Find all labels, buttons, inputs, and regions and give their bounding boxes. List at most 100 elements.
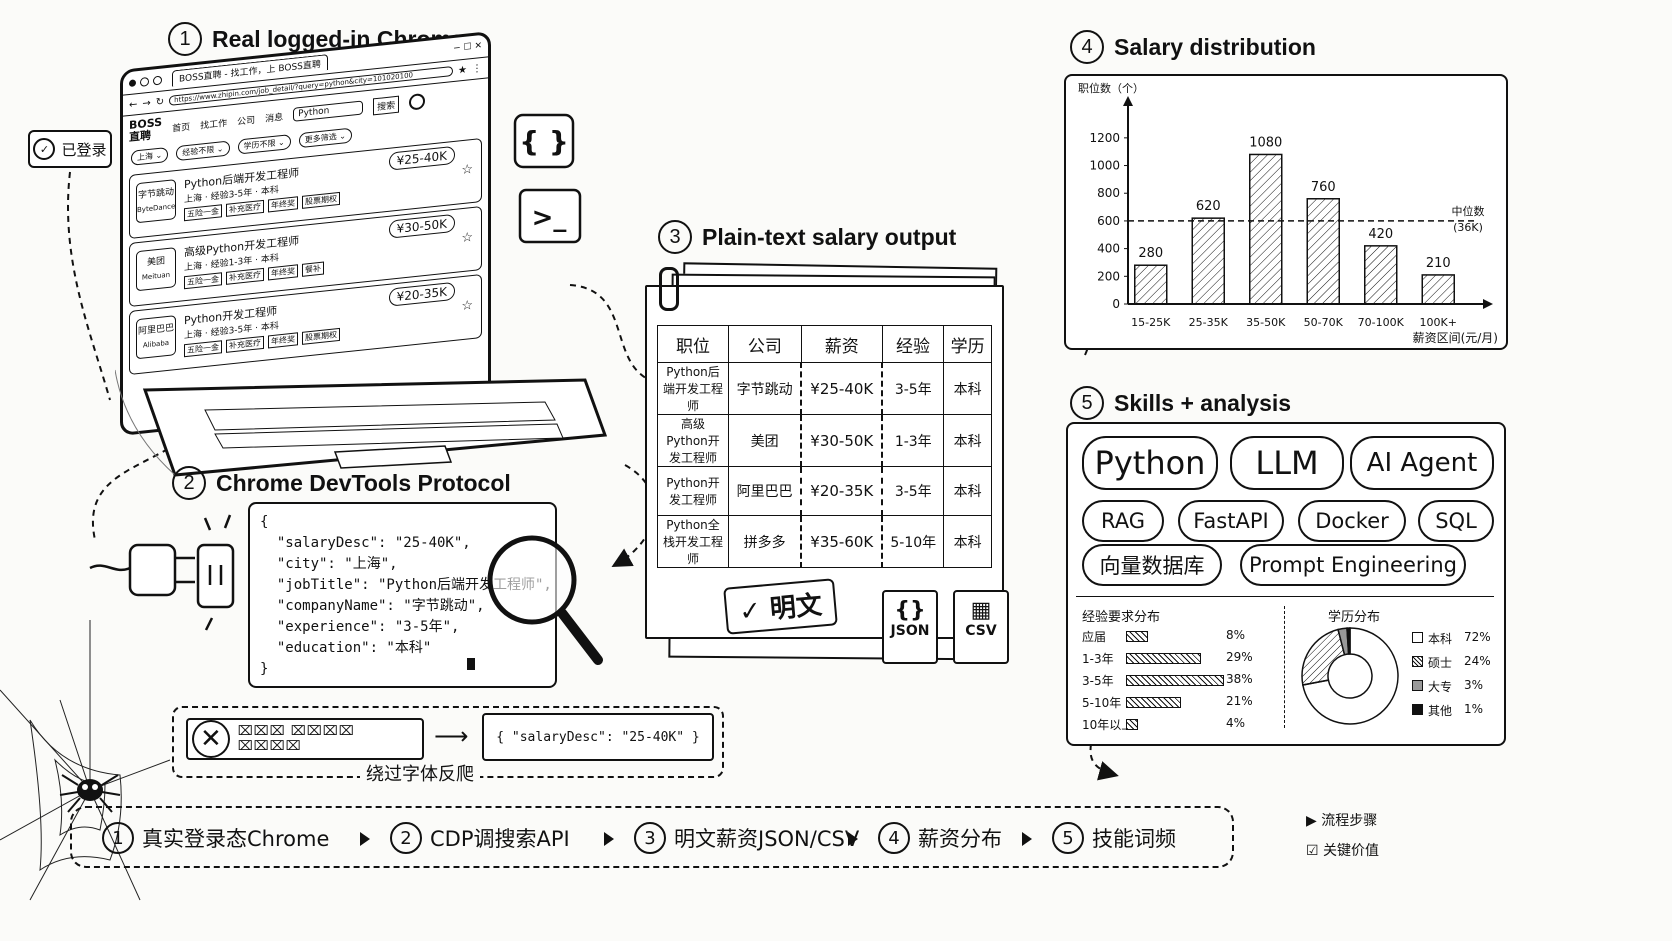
code-line: "salaryDesc": "25-40K", xyxy=(260,535,471,551)
svg-text:{ }: { } xyxy=(519,125,569,158)
education-title: 学历分布 xyxy=(1328,610,1381,625)
flow-arrow-icon xyxy=(360,832,370,846)
table-header: 职位 xyxy=(657,325,729,363)
x-axis-label: 薪资区间(元/月) xyxy=(1413,331,1498,345)
favorite-star-icon[interactable]: ☆ xyxy=(461,297,473,315)
window-dot-icon[interactable] xyxy=(129,78,136,87)
window-dot-icon[interactable] xyxy=(140,76,149,87)
code-braces-icon: { } xyxy=(513,113,575,169)
flow-arrow-icon xyxy=(848,832,858,846)
x-tick-label: 70-100K xyxy=(1358,316,1405,329)
table-header: 学历 xyxy=(943,325,992,363)
edu-label: 其他 xyxy=(1428,704,1453,718)
garbled-text-box: ✕ ⌧⌧⌧ ⌧⌧⌧⌧ ⌧⌧⌧⌧ xyxy=(186,718,424,760)
y-axis-label: 职位数（个） xyxy=(1078,81,1144,95)
nav-home[interactable]: 首页 xyxy=(172,122,191,135)
legend-swatch xyxy=(1412,704,1423,715)
filter-education[interactable]: 学历不限 ⌄ xyxy=(237,134,291,155)
skill-tag: LLM xyxy=(1230,436,1344,490)
bar xyxy=(1191,217,1225,305)
dist-divider xyxy=(1284,606,1285,728)
user-avatar[interactable] xyxy=(409,92,426,111)
bar-value-label: 620 xyxy=(1196,199,1221,214)
filter-city[interactable]: 上海 ⌄ xyxy=(131,146,169,166)
right-arrow-icon: ⟶ xyxy=(434,722,469,750)
table-cell: 本科 xyxy=(943,414,992,467)
x-tick-label: 35-50K xyxy=(1246,316,1286,329)
window-dot-icon[interactable] xyxy=(153,75,162,86)
menu-icon[interactable]: ⋮ xyxy=(472,62,482,75)
y-tick-label: 1000 xyxy=(1089,159,1120,173)
skill-tag: Python xyxy=(1082,436,1218,490)
legend-swatch xyxy=(1412,680,1423,691)
filter-more[interactable]: 更多筛选 ⌄ xyxy=(298,127,352,149)
exp-label: 3-5年 xyxy=(1082,674,1114,688)
exp-label: 10年以上 xyxy=(1082,718,1134,732)
y-axis-arrow xyxy=(1123,96,1133,106)
filter-experience[interactable]: 经验不限 ⌄ xyxy=(176,140,230,162)
section-3-title: 3 Plain-text salary output xyxy=(658,220,956,254)
section-4-title: 4 Salary distribution xyxy=(1070,30,1316,64)
nav-messages[interactable]: 消息 xyxy=(265,112,284,125)
salary-badge: ¥20-35K xyxy=(388,281,455,307)
table-cell: 高级Python开发工程师 xyxy=(657,414,729,467)
exp-pct: 38% xyxy=(1226,672,1253,686)
arrow-badge-to-cdp xyxy=(67,171,111,401)
table-cell: Python后端开发工程师 xyxy=(657,362,729,415)
table-header: 薪资 xyxy=(800,325,883,363)
arrow-table-to-code xyxy=(611,464,656,567)
bookmark-star-icon[interactable]: ★ xyxy=(458,64,467,76)
bar-value-label: 210 xyxy=(1426,256,1451,271)
pie-slice xyxy=(1346,627,1351,655)
laptop: BOSS直聘 - 找工作，上 BOSS直聘 − ☐ ✕ ←→↻ https://… xyxy=(115,31,615,480)
table-cell: Python开发工程师 xyxy=(657,466,729,516)
nav-company[interactable]: 公司 xyxy=(237,115,256,128)
job-tag: 补充医疗 xyxy=(226,267,264,285)
window-controls[interactable]: − ☐ ✕ xyxy=(453,40,482,54)
edu-pct: 1% xyxy=(1464,702,1484,716)
nav-jobs[interactable]: 找工作 xyxy=(200,118,228,132)
exp-pct: 4% xyxy=(1226,716,1246,730)
exp-label: 1-3年 xyxy=(1082,652,1114,666)
favorite-star-icon[interactable]: ☆ xyxy=(461,229,473,247)
bar-value-label: 280 xyxy=(1138,246,1163,261)
job-tag: 年终奖 xyxy=(268,264,298,281)
table-cell: 本科 xyxy=(943,466,992,516)
bar xyxy=(1134,264,1168,305)
clean-json-box: { "salaryDesc": "25-40K" } xyxy=(482,713,714,761)
play-triangle-icon: ▶ xyxy=(1306,813,1317,829)
table-cell: 本科 xyxy=(943,362,992,415)
pie-slice xyxy=(1301,627,1399,725)
search-input[interactable]: Python xyxy=(293,100,364,122)
job-tag: 餐补 xyxy=(302,261,324,277)
code-line: "companyName": "字节跳动", xyxy=(260,598,485,614)
arrow-laptop-to-table xyxy=(569,284,674,394)
search-button[interactable]: 搜索 xyxy=(373,95,400,115)
bar xyxy=(1306,198,1340,305)
exp-bar xyxy=(1126,675,1224,686)
education-pie-chart xyxy=(1301,627,1399,725)
forward-icon[interactable]: → xyxy=(142,97,151,110)
legend-swatch xyxy=(1412,632,1423,643)
y-tick-label: 800 xyxy=(1097,186,1120,200)
bar xyxy=(1421,274,1455,305)
cross-circle-icon: ✕ xyxy=(192,720,230,758)
skill-tag: RAG xyxy=(1082,500,1164,542)
favorite-star-icon[interactable]: ☆ xyxy=(461,161,473,179)
job-tag: 年终奖 xyxy=(268,332,298,349)
skill-tag: Docker xyxy=(1298,500,1406,542)
bookmark-icon xyxy=(467,658,475,670)
code-line: "city": "上海", xyxy=(260,556,398,572)
x-tick-label: 25-35K xyxy=(1189,316,1229,329)
skill-tag: AI Agent xyxy=(1350,436,1494,490)
back-icon[interactable]: ← xyxy=(129,98,138,111)
edu-pct: 24% xyxy=(1464,654,1491,668)
reload-icon[interactable]: ↻ xyxy=(155,95,165,108)
